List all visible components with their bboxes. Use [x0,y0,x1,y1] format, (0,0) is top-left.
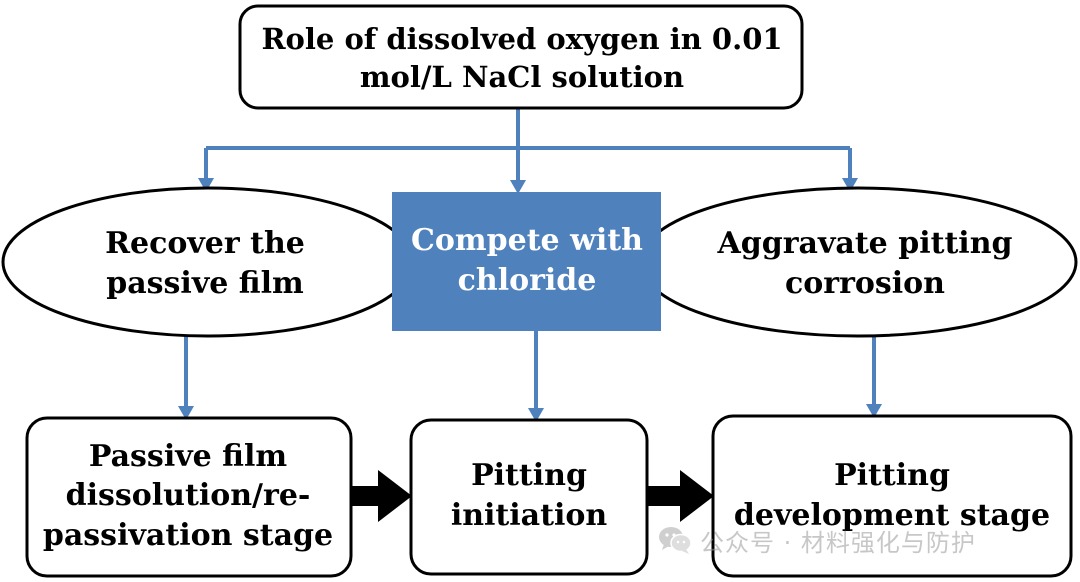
arrowhead-development [866,404,882,418]
dissolution-stage-label: Passive film dissolution/re- passivation… [30,420,346,572]
aggravate-label: Aggravate pitting corrosion [690,204,1040,324]
root-box [238,4,804,110]
connectors [184,108,876,410]
arrowhead-dissolution [178,406,194,420]
compete-label-line1: Compete with [411,223,643,259]
aggravate-label-line1: Aggravate pitting [717,226,1013,262]
dissolution-label-line1: Passive film [88,438,288,474]
development-label-line1: Pitting [834,458,950,494]
recover-label-line2: passive film [106,266,304,301]
aggravate-label-line2: corrosion [784,266,945,301]
root-label-line1: Role of dissolved oxygen in 0.01 [261,21,783,56]
root-label: Role of dissolved oxygen in 0.01 mol/L N… [244,8,800,108]
arrowhead-initiation [528,408,544,422]
recover-label-line1: Recover the [105,226,305,262]
dissolution-label-line3: passivation stage [42,517,334,553]
recover-label: Recover the passive film [30,204,380,324]
dissolution-label-line2: dissolution/re- [65,478,311,514]
flow-arrow-to-development [646,470,714,522]
arrowhead-compete [510,180,526,194]
development-label: Pitting development stage [716,420,1068,572]
watermark-text: 公众号 · 材料强化与防护 [700,528,976,557]
watermark: 公众号 · 材料强化与防护 [658,522,976,558]
compete-box [392,192,661,331]
wechat-icon [658,525,692,555]
initiation-label-line1: Pitting [471,458,587,494]
arrowhead-recover [198,178,214,192]
flow-arrow-to-initiation [350,470,412,522]
initiation-label-line2: initiation [450,498,608,533]
initiation-label: Pitting initiation [414,420,644,572]
compete-label-line2: chloride [457,263,597,298]
connector-heads [178,178,882,422]
arrowhead-aggravate [842,178,858,192]
development-label-line2: development stage [733,498,1051,533]
compete-label: Compete with chloride [398,196,656,326]
root-label-line2: mol/L NaCl solution [359,60,685,94]
